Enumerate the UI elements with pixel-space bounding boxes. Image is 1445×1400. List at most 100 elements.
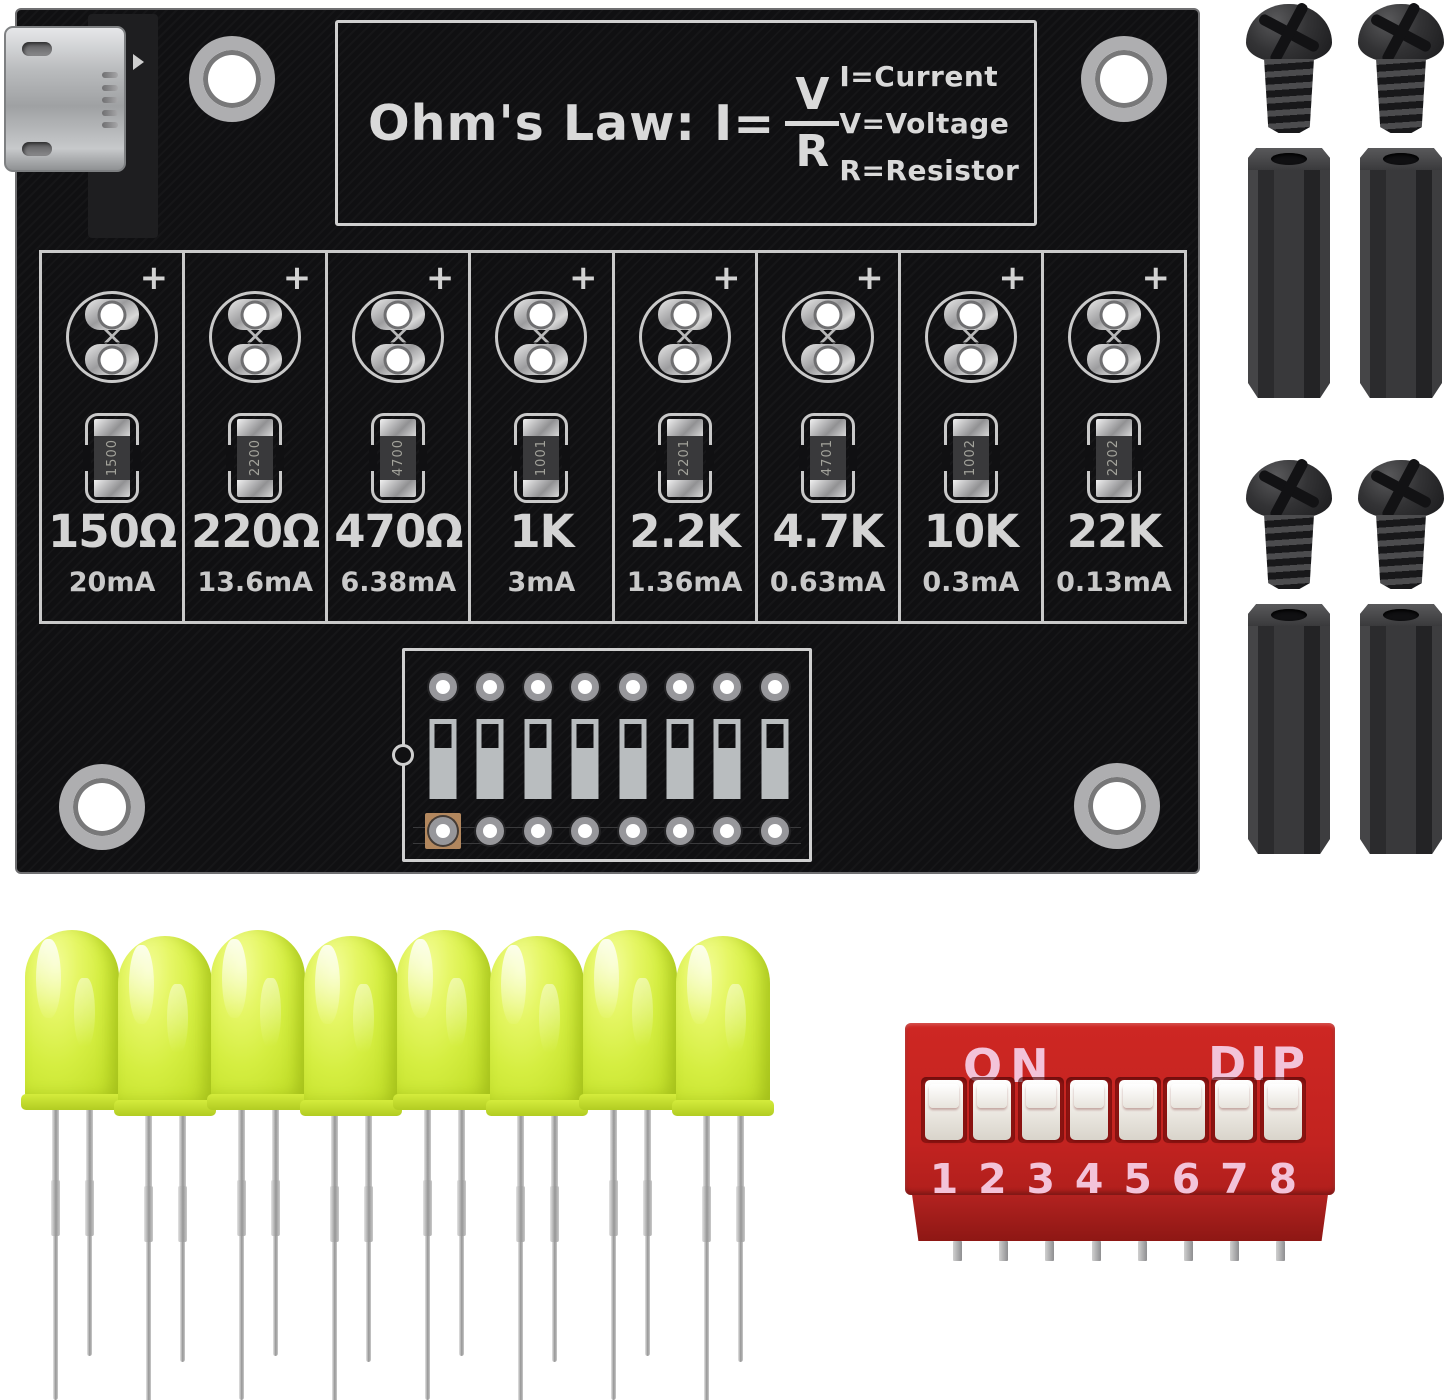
led-pad-cathode — [943, 344, 998, 375]
dip-switch-position: 5 — [1114, 1077, 1161, 1203]
leg-crimp — [516, 1186, 525, 1242]
led-body — [393, 930, 495, 1110]
chip-code-label: 1500 — [104, 439, 120, 477]
resistor-channel: + ✕ 4700 470Ω 6.38mA — [328, 253, 472, 621]
phillips-screw-head — [1246, 4, 1332, 62]
through-hole — [666, 673, 694, 701]
through-hole — [959, 303, 983, 326]
current-label: 6.38mA — [340, 567, 457, 598]
smd-resistor-outline: 2200 — [226, 413, 285, 503]
hex-standoff — [1360, 604, 1442, 854]
through-hole — [666, 817, 694, 845]
current-label: 13.6mA — [197, 567, 314, 598]
resistor-channel: + ✕ 1002 10K 0.3mA — [901, 253, 1044, 621]
standoff-threaded-hole — [1271, 609, 1307, 621]
through-hole — [571, 817, 600, 845]
dip-switch-position: 4 — [1066, 1077, 1113, 1203]
led-footprint-circle: ✕ — [638, 291, 731, 383]
fraction-denominator: R — [795, 125, 830, 177]
led-leg-anode — [423, 1110, 432, 1400]
dip-switch-pin — [1184, 1241, 1193, 1261]
yellow-led — [21, 930, 123, 1400]
leg-segment — [517, 1116, 524, 1186]
mounting-hole-top-right — [1081, 36, 1167, 122]
resistance-label: 4.7K — [772, 505, 884, 558]
hex-standoff — [1360, 148, 1442, 398]
polarity-plus-mark: + — [855, 258, 884, 298]
ohms-law-formula: Ohm's Law: I= V R — [368, 72, 840, 177]
smd-pad-fill — [429, 753, 457, 799]
leg-segment — [425, 1236, 430, 1400]
resistor-channel: + ✕ 2201 2.2K 1.36mA — [615, 253, 758, 621]
resistance-label: 10K — [923, 505, 1020, 558]
standoff-threaded-hole — [1383, 609, 1419, 621]
switch-slider — [973, 1080, 1012, 1140]
leg-segment — [273, 1236, 278, 1356]
footprint-column — [710, 651, 744, 859]
usb-pins — [102, 72, 118, 128]
led-flange — [114, 1100, 216, 1116]
resistance-label: 150Ω — [47, 505, 177, 558]
smd-resistor-chip: 1002 — [952, 419, 989, 497]
led-leg-anode — [702, 1116, 711, 1400]
footprint-column — [568, 651, 602, 859]
through-hole — [523, 673, 552, 701]
outline-notch — [848, 445, 857, 471]
formula-prefix: Ohm's Law: I= — [368, 94, 776, 152]
chip-terminal — [666, 480, 703, 497]
hex-standoff — [1248, 604, 1330, 854]
smd-resistor-outline: 1500 — [83, 413, 142, 503]
smd-pad-outline — [571, 719, 599, 753]
led-pad-anode — [657, 299, 712, 330]
yellow-led — [486, 936, 588, 1400]
resistance-label: 22K — [1066, 505, 1163, 558]
mounting-hole-bottom-right — [1074, 763, 1160, 849]
chip-code-label: 1001 — [533, 439, 549, 477]
leg-segment — [272, 1110, 279, 1180]
dip-switch-position: 6 — [1163, 1077, 1209, 1203]
through-hole — [476, 673, 505, 701]
resistance-label: 470Ω — [334, 505, 463, 558]
chip-code-label: 2200 — [247, 439, 263, 477]
led-footprint-circle: ✕ — [781, 291, 874, 383]
leg-segment — [644, 1110, 651, 1180]
mounting-hole-top-left — [189, 36, 275, 122]
leg-crimp — [550, 1186, 559, 1242]
current-label: 1.36mA — [626, 567, 743, 598]
leg-segment — [86, 1110, 93, 1180]
chip-terminal — [237, 480, 274, 497]
smd-resistor-outline: 2202 — [1084, 413, 1143, 503]
led-flange — [672, 1100, 774, 1116]
dip-switch-top-face: ON DIP 1 2 3 4 5 6 — [905, 1023, 1335, 1203]
leg-segment — [737, 1116, 744, 1186]
yellow-led — [207, 930, 309, 1400]
footprint-column — [663, 651, 697, 859]
leg-segment — [552, 1242, 557, 1362]
leg-crimp — [609, 1180, 618, 1236]
chip-body: 1500 — [94, 436, 131, 480]
led-flange — [579, 1094, 681, 1110]
switch-slot — [921, 1077, 967, 1143]
smd-pad-outline — [761, 719, 789, 753]
led-pad-anode — [85, 299, 140, 330]
smd-resistor-chip: 2200 — [237, 419, 274, 497]
yellow-led — [579, 930, 681, 1400]
led-leg-cathode — [643, 1110, 652, 1356]
outline-notch — [705, 445, 714, 471]
footprint-column — [616, 651, 650, 859]
outline-notch — [1134, 445, 1143, 471]
switch-slider — [1263, 1080, 1302, 1140]
chip-body: 2201 — [666, 436, 703, 480]
led-leg-anode — [144, 1116, 153, 1400]
phillips-screw-head — [1246, 460, 1332, 518]
smd-pad — [713, 719, 741, 799]
yellow-led — [114, 936, 216, 1400]
dip-switch-position: 8 — [1259, 1077, 1306, 1203]
leg-crimp — [330, 1186, 339, 1242]
outline-notch — [562, 445, 571, 471]
leg-segment — [424, 1110, 431, 1180]
leg-crimp — [85, 1180, 94, 1236]
through-hole — [1102, 348, 1126, 371]
dip-switch-position: 7 — [1211, 1077, 1258, 1203]
pcb-trace — [413, 827, 801, 828]
